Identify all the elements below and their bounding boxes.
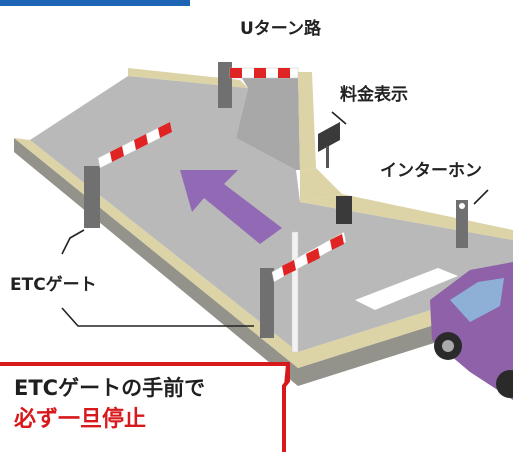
direction-arrow — [180, 170, 282, 244]
intercom-label: インターホン — [380, 161, 482, 181]
top-banner-strip — [0, 0, 190, 6]
callout-pointer — [284, 362, 290, 386]
car-windshield — [450, 278, 504, 322]
etc-barrier-left-stripe — [158, 122, 172, 138]
fee-display-label: 料金表示 — [340, 85, 408, 105]
intercom-pole — [456, 200, 468, 248]
warning-callout — [0, 362, 290, 452]
inner-curb — [300, 168, 342, 202]
u-turn-barrier-stripe — [254, 68, 266, 78]
etc-barrier-left-stripe — [134, 134, 148, 150]
etc-gate-pole-white — [291, 231, 299, 353]
etc-barrier-left-stripe — [110, 146, 124, 162]
etc-barrier-right-stripe — [306, 248, 320, 264]
etc-gate-leader-bottom — [61, 307, 254, 327]
main-road — [30, 76, 513, 352]
lane-marking — [355, 268, 458, 310]
intercom-speaker — [459, 203, 465, 209]
callout-text: ETCゲートの手前で 必ず一旦停止 — [14, 372, 205, 436]
u-turn-barrier-stripe — [230, 68, 242, 78]
u-turn-curb — [298, 72, 316, 172]
fee-display-leader — [331, 111, 347, 125]
u-turn-gate-post — [218, 62, 232, 108]
car-wheel — [496, 370, 513, 398]
callout-line-1: ETCゲートの手前で — [14, 376, 206, 400]
intercom-leader — [473, 189, 489, 205]
etc-gate-post-right — [260, 268, 274, 338]
u-turn-label: Uターン路 — [240, 19, 321, 39]
fee-display-pole — [326, 146, 329, 168]
callout-line-2-warning: 必ず一旦停止 — [14, 407, 147, 432]
car-hubcap — [442, 340, 454, 352]
callout-background — [0, 362, 290, 452]
etc-gate-label: ETCゲート — [10, 275, 97, 295]
etc-gate-post-left — [84, 166, 100, 228]
etc-gate-leader-top — [61, 229, 85, 255]
etc-barrier-right-stripe — [282, 260, 296, 276]
u-turn-road — [236, 72, 300, 170]
etc-barrier-right-stripe — [330, 234, 344, 250]
fee-display-sign — [318, 122, 340, 152]
callout-border — [0, 362, 290, 452]
u-turn-barrier-stripe — [278, 68, 290, 78]
etc-gate-display — [336, 196, 352, 224]
